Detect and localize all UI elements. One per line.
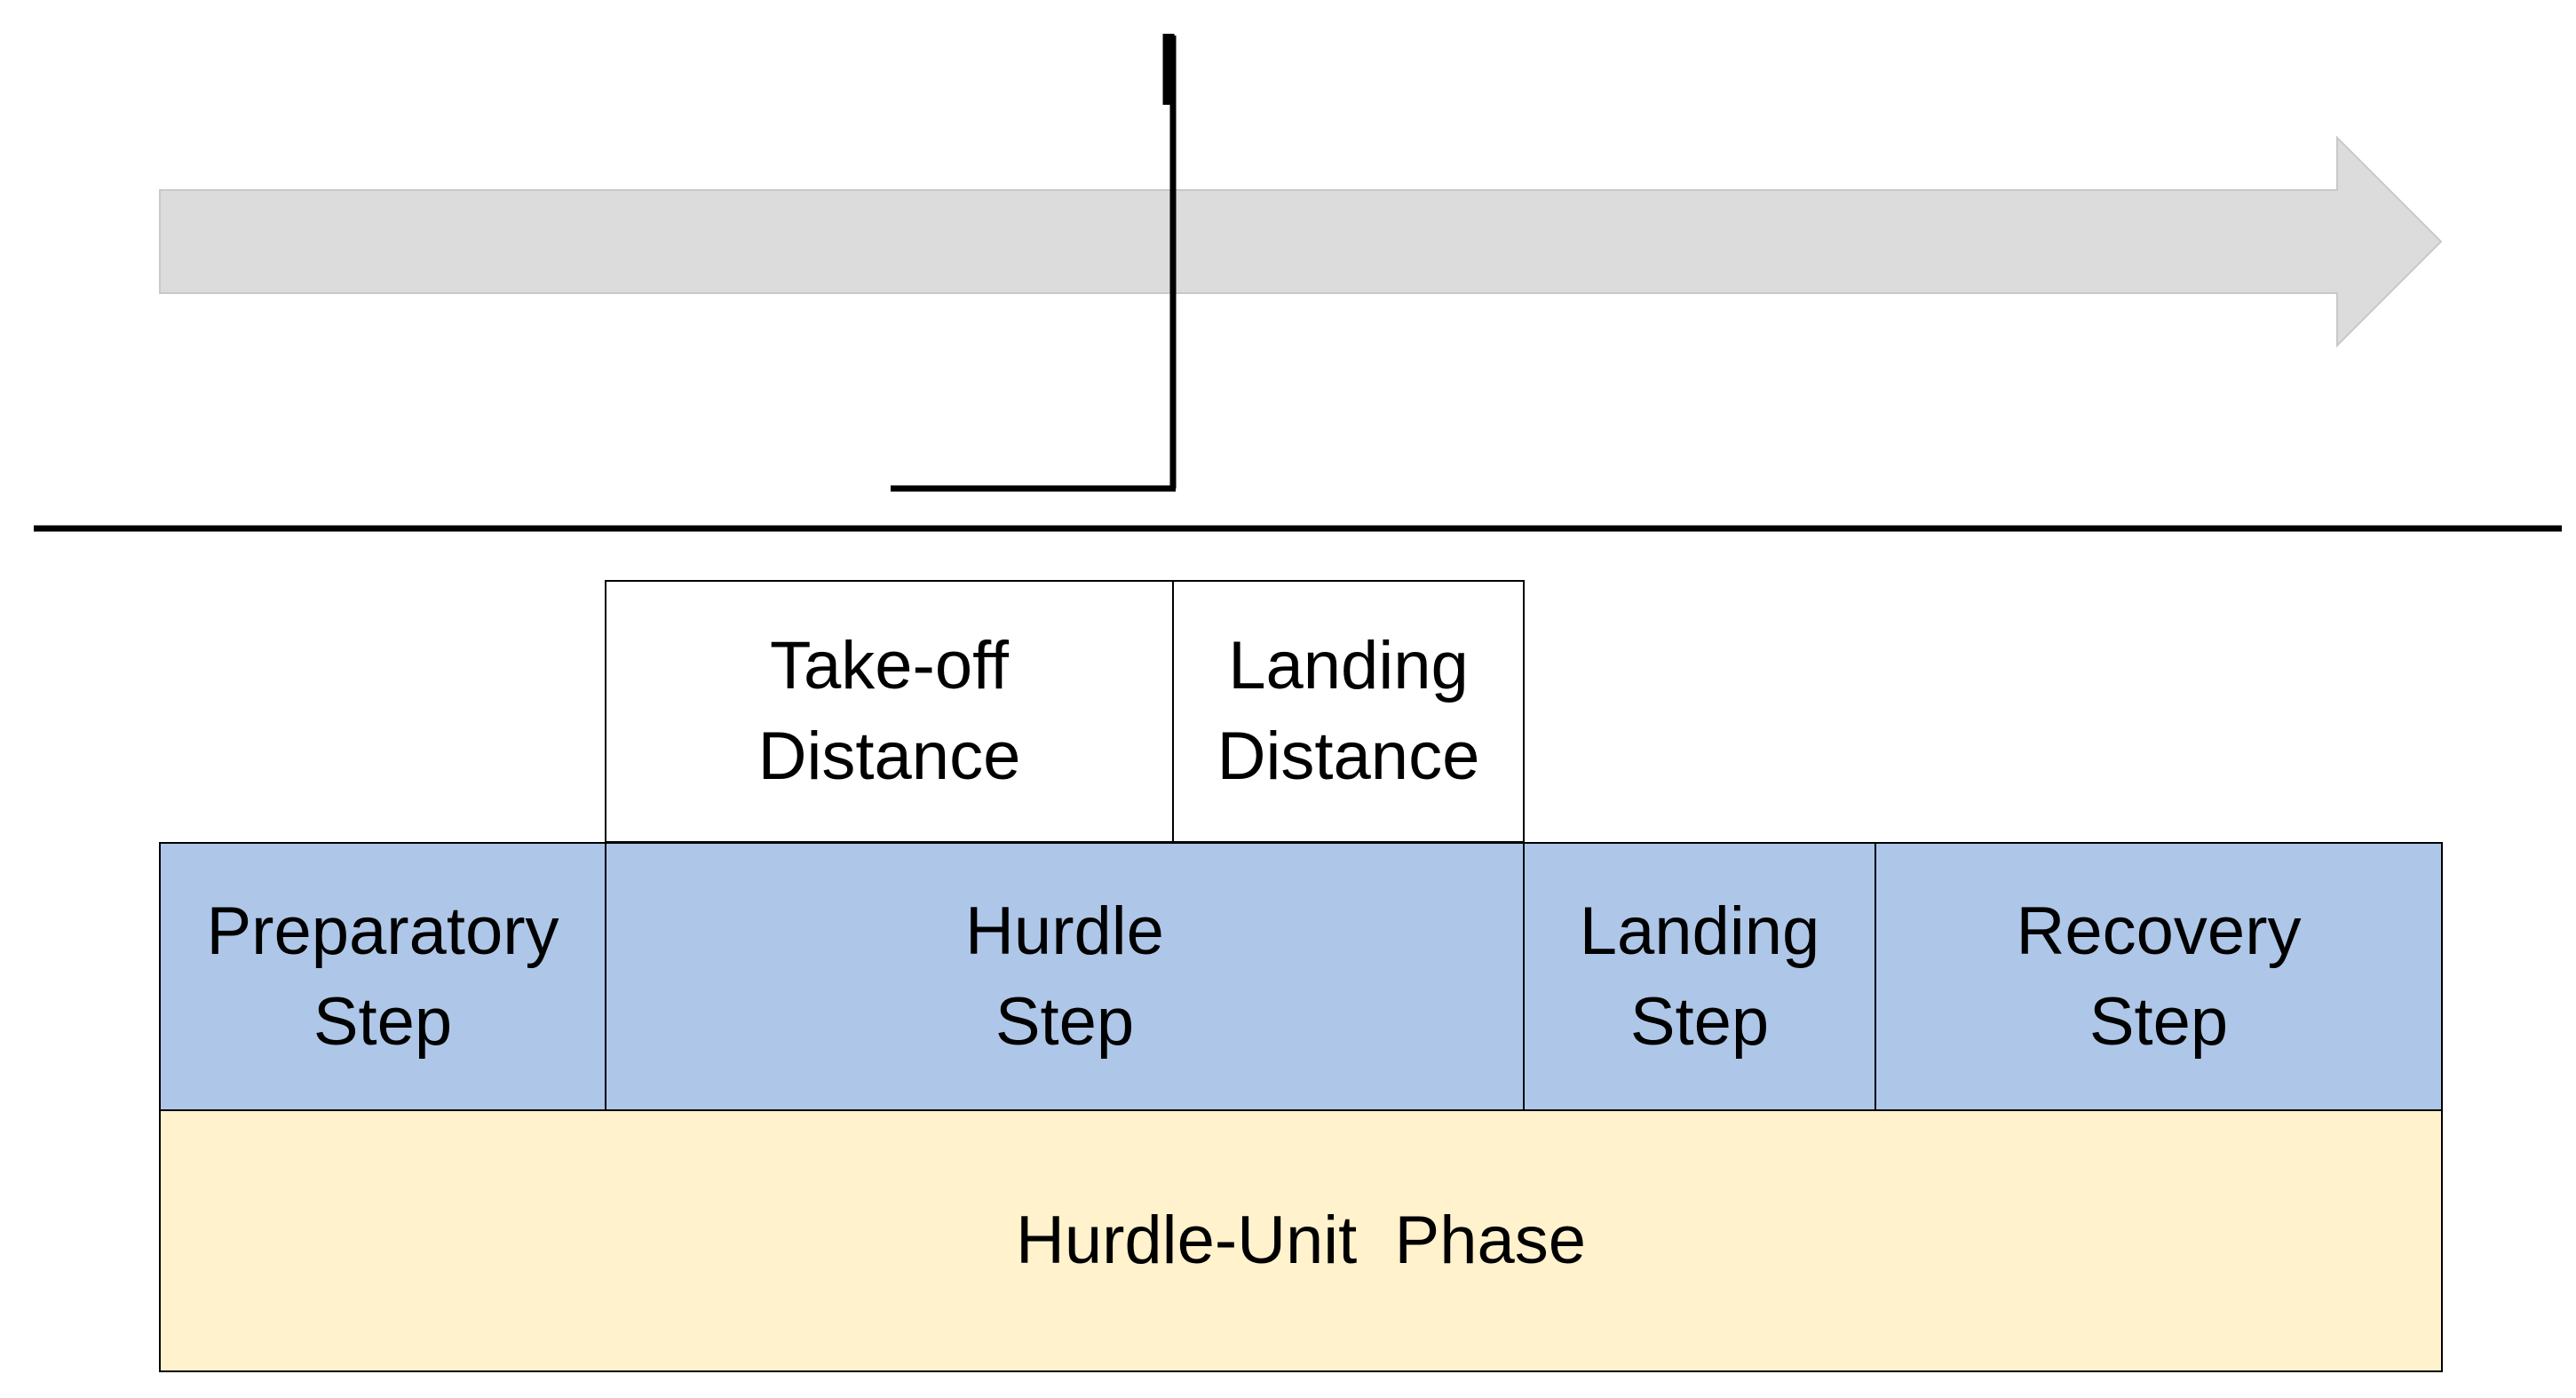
hurdle-unit-phase-label: Hurdle-Unit Phase (1015, 1203, 1587, 1278)
direction-arrow (159, 135, 2443, 348)
takeoff-distance-box: Take-off Distance (605, 580, 1174, 843)
recovery-step-box: Recovery Step (1875, 842, 2443, 1111)
landing-step-label: Landing Step (1579, 893, 1820, 1060)
hurdle-step-box: Hurdle Step (605, 842, 1525, 1111)
recovery-step-label: Recovery Step (2016, 893, 2302, 1060)
hurdle-unit-phase-box: Hurdle-Unit Phase (159, 1109, 2443, 1372)
landing-distance-box: Landing Distance (1172, 580, 1525, 843)
landing-step-box: Landing Step (1523, 842, 1876, 1111)
preparatory-step-box: Preparatory Step (159, 842, 606, 1111)
preparatory-step-label: Preparatory Step (206, 893, 559, 1060)
hurdle-step-label: Hurdle Step (965, 893, 1164, 1060)
takeoff-distance-label: Take-off Distance (757, 628, 1021, 794)
landing-distance-label: Landing Distance (1217, 628, 1480, 794)
